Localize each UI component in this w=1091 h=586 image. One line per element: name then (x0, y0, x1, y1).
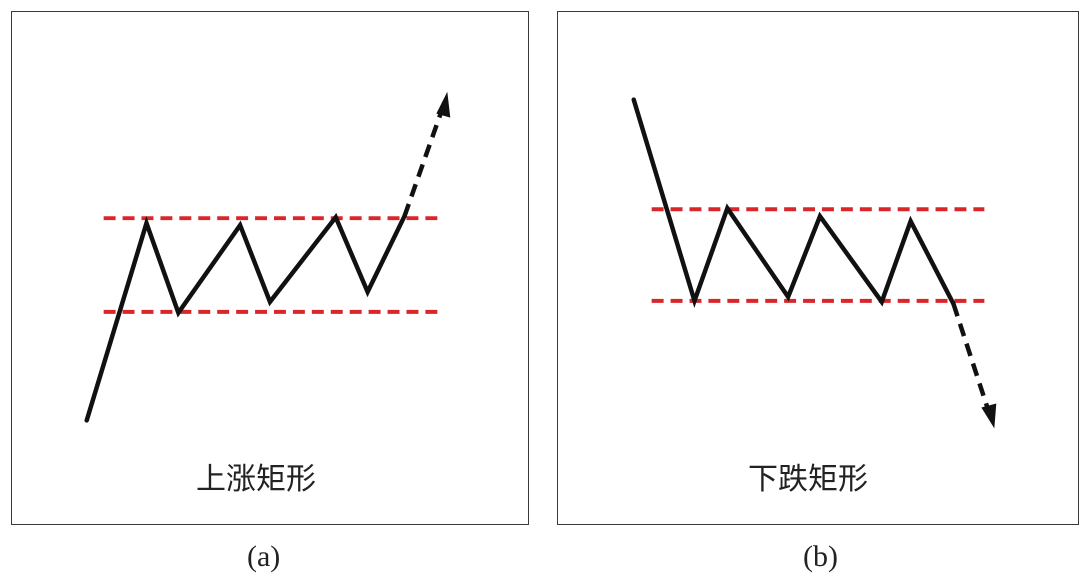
falling-rectangle-label: 下跌矩形 (748, 462, 868, 497)
falling-rectangle-panel: 下跌矩形 (557, 11, 1079, 525)
breakout-up-arrowhead (436, 91, 451, 118)
rising-rectangle-panel: 上涨矩形 (11, 11, 529, 525)
breakout-down-arrowhead (981, 403, 997, 429)
panel-a-caption: (a) (247, 540, 281, 573)
breakout-arrow-shaft (951, 303, 991, 412)
rising-rectangle-diagram (84, 91, 451, 423)
price-path (631, 97, 956, 309)
breakout-arrow-shaft (402, 110, 444, 217)
rising-rectangle-label: 上涨矩形 (196, 462, 316, 497)
panel-b-caption: (b) (803, 540, 838, 573)
falling-rectangle-diagram (631, 97, 997, 429)
price-path (84, 212, 407, 423)
